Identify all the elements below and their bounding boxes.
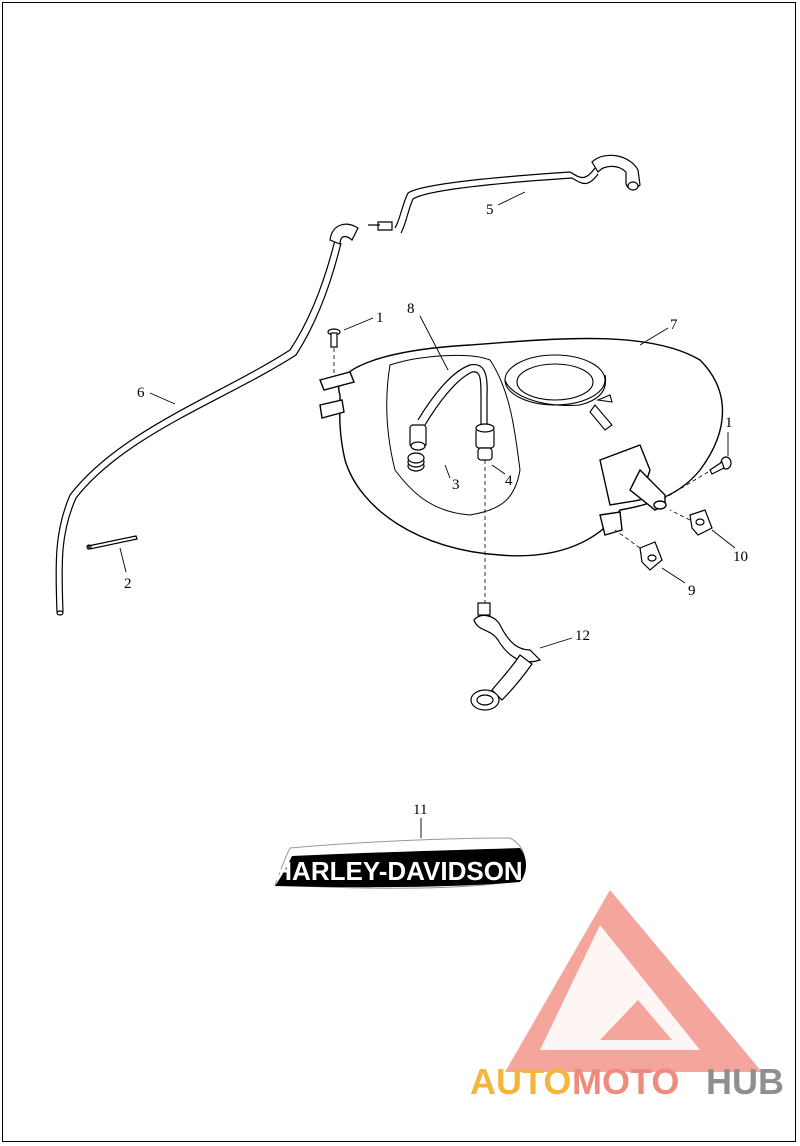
- callout-10: 10: [733, 549, 748, 565]
- callout-2: 2: [124, 576, 132, 592]
- callout-1-right: 1: [725, 415, 733, 431]
- callout-4: 4: [505, 473, 513, 489]
- leader-lines: [119, 191, 736, 838]
- callout-6: 6: [137, 385, 145, 401]
- fuel-pump-ring: [504, 354, 613, 431]
- callout-9: 9: [688, 583, 696, 599]
- callout-12: 12: [575, 628, 590, 644]
- watermark-logo: [505, 890, 762, 1072]
- screw-part-1-right: [709, 456, 732, 475]
- fitting-part-4: [475, 423, 495, 461]
- callout-11: 11: [413, 802, 427, 818]
- watermark-text: AUTO MOTO HUB: [470, 1061, 784, 1102]
- watermark-moto: MOTO: [572, 1061, 679, 1102]
- emblem-text: HARLEY-DAVIDSON: [273, 856, 522, 886]
- callout-labels: 1 1 2 3 4 5 6 7 8 9 10 11 12: [124, 202, 748, 818]
- screw-part-1-left: [327, 328, 341, 348]
- clip-part-9: [639, 541, 663, 571]
- fuel-line-part-8: [409, 364, 488, 451]
- vent-tube-part-5: [368, 154, 641, 234]
- fuel-tank-part-7: [319, 337, 724, 557]
- callout-5: 5: [486, 202, 494, 218]
- callout-7: 7: [670, 317, 678, 333]
- emblem-part-11: HARLEY-DAVIDSON: [273, 837, 526, 889]
- collar-part-3: [407, 452, 425, 472]
- callout-3: 3: [452, 477, 460, 493]
- callout-8: 8: [407, 301, 415, 317]
- hose-part-12: [470, 602, 542, 711]
- watermark-hub: HUB: [706, 1061, 784, 1102]
- pin-part-2: [86, 535, 138, 550]
- assembly-lines: [333, 348, 709, 603]
- clip-part-10: [689, 509, 713, 536]
- vent-tube-part-6: [55, 223, 359, 616]
- callout-1-left: 1: [376, 310, 384, 326]
- watermark-auto: AUTO: [470, 1061, 571, 1102]
